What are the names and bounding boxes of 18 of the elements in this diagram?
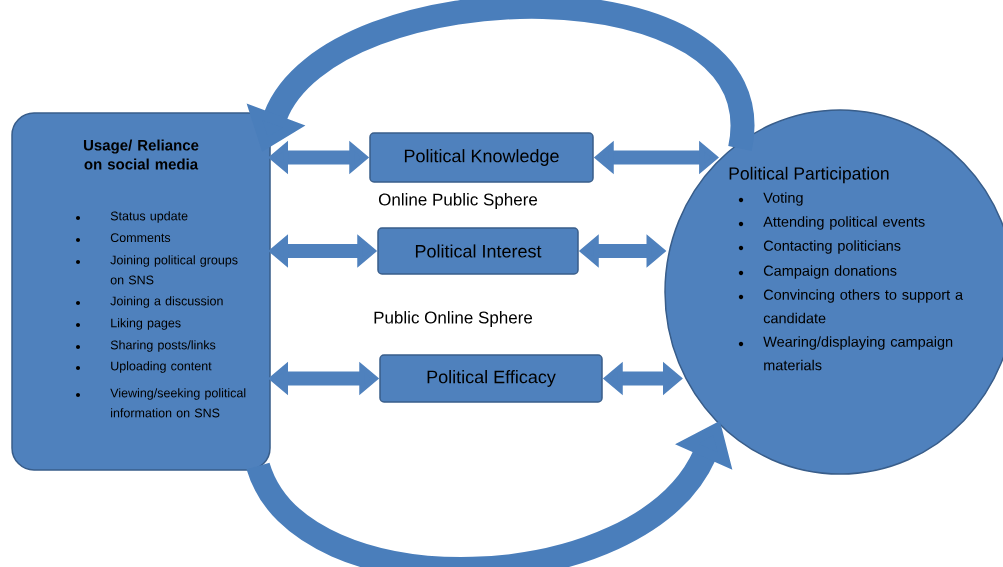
bullet-item: Viewing/seeking political information on SNS xyxy=(76,388,246,418)
bullet-item: Convincing others to support a candidate xyxy=(738,289,964,324)
bullet-item: Joining a discussion xyxy=(76,296,223,308)
bullet-item: Status update xyxy=(76,211,188,223)
sphere-label: Online Public Sphere xyxy=(378,193,538,209)
bullet-item: Campaign donations xyxy=(738,265,897,279)
bullet-item: Voting xyxy=(738,192,803,206)
bullet-item: Comments xyxy=(76,233,171,243)
heading: Political Participation xyxy=(729,166,889,184)
bullet-item: Liking pages xyxy=(76,318,181,330)
bullet-item: Attending political events xyxy=(738,216,925,230)
sphere-label: Public Online Sphere xyxy=(374,311,533,327)
heading: Usage/ Reliance on social media xyxy=(83,139,199,170)
bullet-item: Wearing/displaying campaign materials xyxy=(738,336,953,371)
bullet-item: Sharing posts/links xyxy=(76,340,216,352)
bullet-item: Joining political groups on SNS xyxy=(76,255,238,285)
bullet-item: Contacting politicians xyxy=(738,240,901,254)
bullet-item: Uploading content xyxy=(76,361,212,373)
